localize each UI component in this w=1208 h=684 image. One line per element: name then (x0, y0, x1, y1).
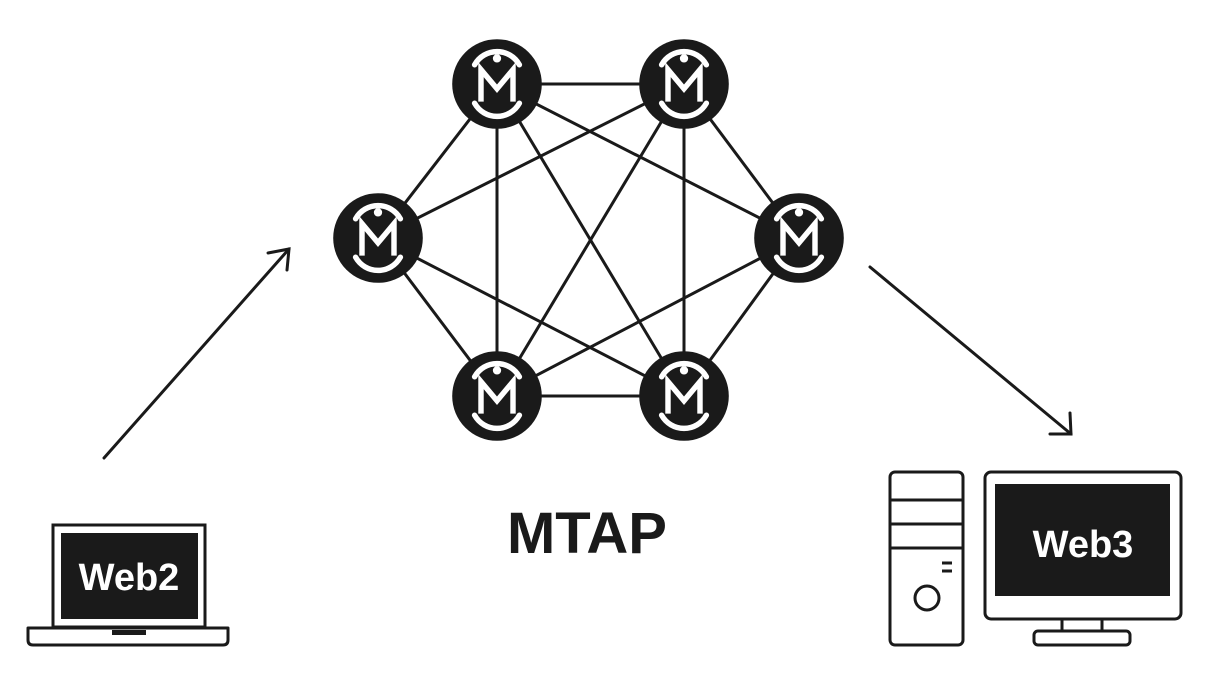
node-bottom-left (452, 351, 542, 441)
web3-label: Web3 (1033, 524, 1134, 566)
diagram-title: MTAP (507, 501, 667, 566)
edge (377, 236, 685, 398)
node-bottom-right (639, 351, 729, 441)
node-top-right (639, 39, 729, 129)
edge (496, 82, 800, 240)
edge (496, 236, 800, 398)
node-right (754, 193, 844, 283)
tower-icon (888, 470, 965, 647)
edge (495, 83, 686, 397)
node-top-left (452, 39, 542, 129)
node-left (333, 193, 423, 283)
edge (377, 82, 685, 240)
web2-label: Web2 (79, 557, 180, 599)
monitor-icon: Web3 (983, 470, 1183, 647)
laptop-icon: Web2 (26, 523, 230, 647)
arrow-out (868, 265, 1073, 436)
network-nodes (333, 39, 844, 441)
arrow-in (102, 247, 291, 460)
network-edges (376, 82, 801, 398)
